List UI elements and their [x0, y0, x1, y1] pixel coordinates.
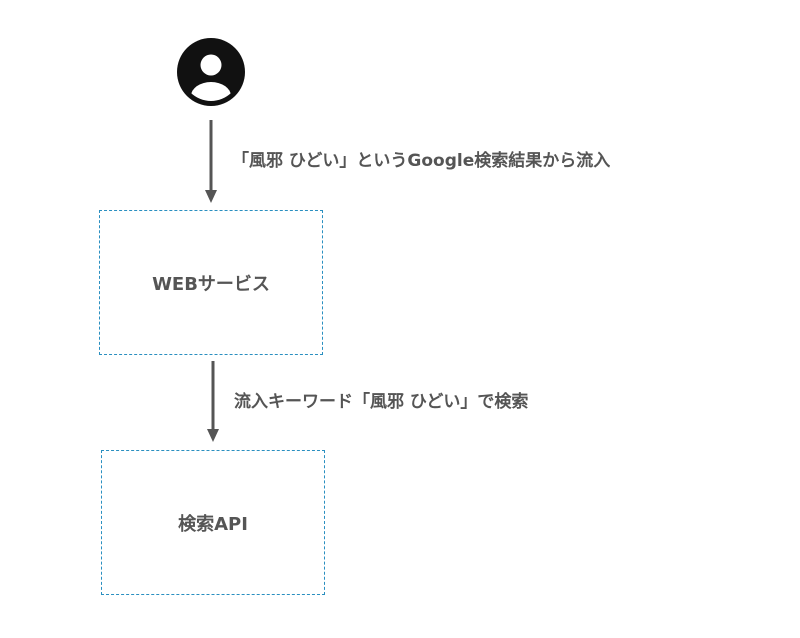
edge-label-inflow: 「風邪 ひどい」というGoogle検索結果から流入 [232, 151, 611, 171]
search-api-label: 検索API [178, 513, 248, 535]
web-service-node: WEBサービス [99, 210, 323, 355]
web-service-label: WEBサービス [152, 273, 270, 295]
edge-label-search: 流入キーワード「風邪 ひどい」で検索 [234, 392, 529, 412]
user-avatar-icon [177, 38, 245, 106]
search-api-node: 検索API [101, 450, 325, 595]
